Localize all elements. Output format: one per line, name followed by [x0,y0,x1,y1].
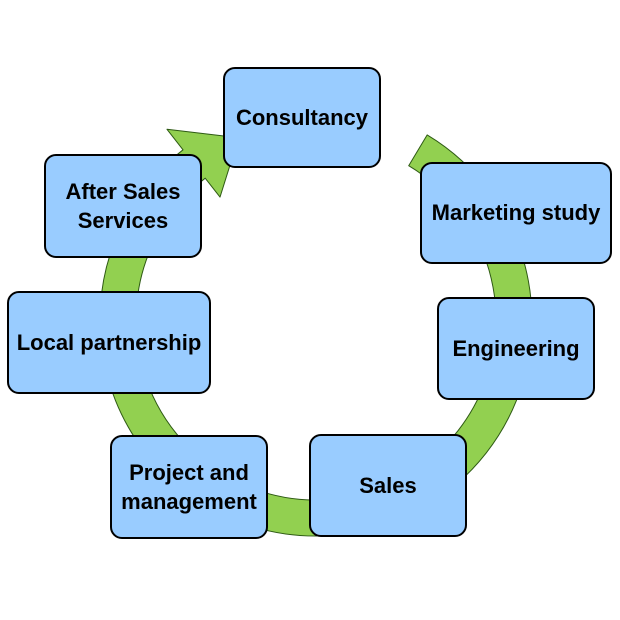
node-project-and-management: Project and management [110,435,268,539]
node-consultancy: Consultancy [223,67,381,168]
node-local-partnership: Local partnership [7,291,211,394]
node-engineering: Engineering [437,297,595,400]
node-after-sales-services: After Sales Services [44,154,202,258]
node-sales: Sales [309,434,467,537]
node-marketing-study: Marketing study [420,162,612,264]
